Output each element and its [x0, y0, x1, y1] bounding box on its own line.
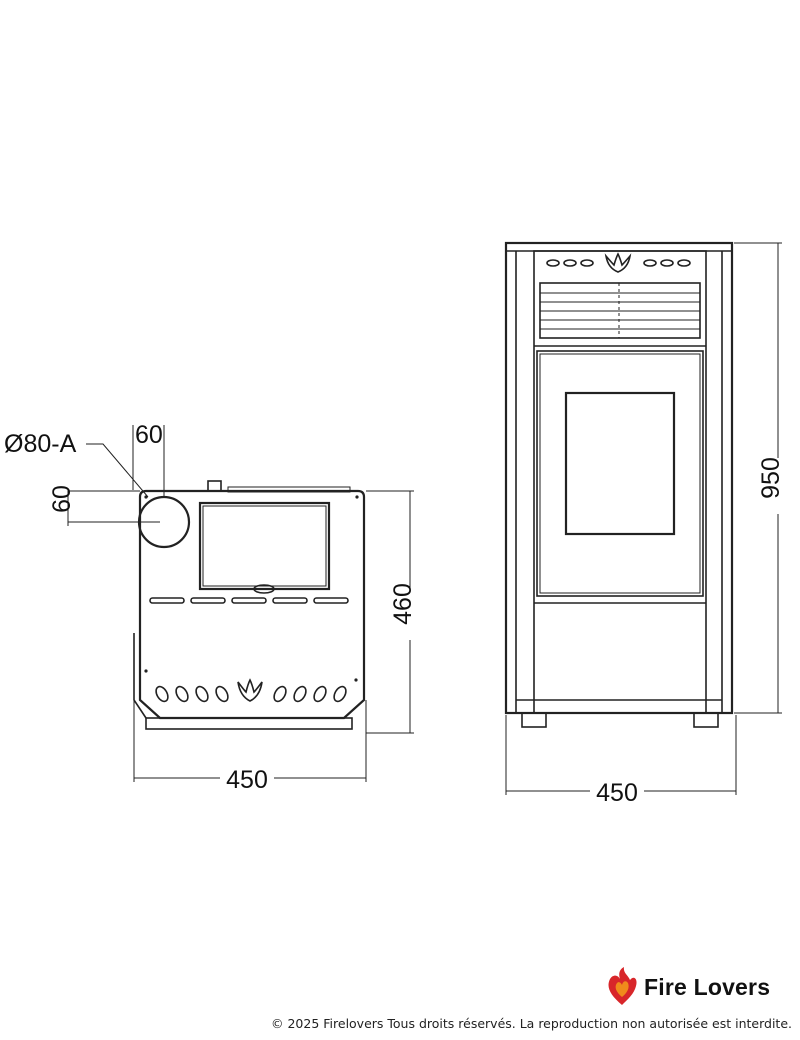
flue-offset-y-label: 60: [48, 485, 76, 513]
front-height-label: 950: [757, 457, 785, 499]
rear-width-label: 450: [226, 766, 268, 794]
top-collar: [207, 480, 222, 492]
brand-name: Fire Lovers: [644, 973, 771, 1000]
flame-emblem-icon: [237, 678, 263, 702]
front-door: [536, 350, 704, 597]
front-grille: [539, 282, 701, 339]
flue-offset-x-label: 60: [135, 421, 163, 449]
front-foot-right: [693, 712, 719, 728]
front-view: [504, 241, 782, 795]
rear-view: [67, 425, 414, 782]
screw: [354, 678, 358, 682]
flame-heart-icon: [608, 967, 637, 1005]
front-width-label: 450: [596, 779, 638, 807]
screw: [355, 495, 359, 499]
door-glass: [564, 391, 676, 536]
rear-plinth: [145, 717, 353, 730]
front-decor: [546, 252, 691, 273]
flue-diameter-label: Ø80-A: [4, 430, 77, 458]
rear-access-panel: [198, 501, 331, 591]
front-inner-frame: [533, 250, 707, 714]
flame-emblem-icon: [604, 252, 632, 273]
rear-access-panel-inner: [202, 505, 327, 587]
rear-decor: [155, 678, 347, 703]
front-foot-left: [521, 712, 547, 728]
brand-logo: Fire Lovers: [604, 967, 770, 1007]
rear-height-label: 460: [389, 583, 417, 625]
rear-vent-slots: [149, 597, 349, 604]
screw: [144, 669, 148, 673]
panel-handle: [253, 584, 275, 594]
copyright-text: © 2025 Firelovers Tous droits réservés. …: [271, 1016, 792, 1031]
